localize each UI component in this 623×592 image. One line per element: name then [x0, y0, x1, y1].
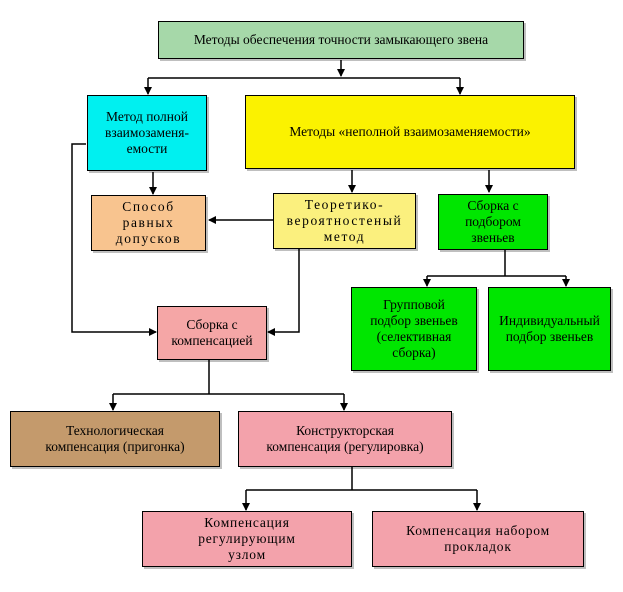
group-selection-node: Групповой подбор звеньев (селективная сб… — [351, 287, 477, 371]
shim-set-node: Компенсация набором прокладок — [372, 511, 584, 567]
arrow-full-to-compensation — [71, 143, 157, 336]
design-compensation-node: Конструкторская компенсация (регулировка… — [238, 411, 452, 467]
partial-interchangeability-node: Методы «неполной взаимозаменяемости» — [245, 95, 575, 169]
regulating-unit-node: Компенсация регулирующим узлом — [142, 511, 352, 567]
probabilistic-method-node: Теоретико- вероятностеный метод — [273, 193, 416, 249]
full-interchangeability-node: Метод полной взаимозаменя- емости — [87, 95, 207, 171]
equal-tolerance-node: Способ равных допусков — [91, 195, 206, 251]
individual-selection-node: Индивидуальный подбор звеньев — [488, 287, 611, 371]
technological-compensation-node: Технологическая компенсация (пригонка) — [10, 411, 220, 467]
selective-assembly-node: Сборка с подбором звеньев — [438, 194, 548, 250]
arrow-probabilistic-to-compensation — [267, 248, 300, 336]
compensation-assembly-node: Сборка с компенсацией — [157, 306, 267, 360]
root-node: Методы обеспечения точности замыкающего … — [158, 21, 524, 59]
